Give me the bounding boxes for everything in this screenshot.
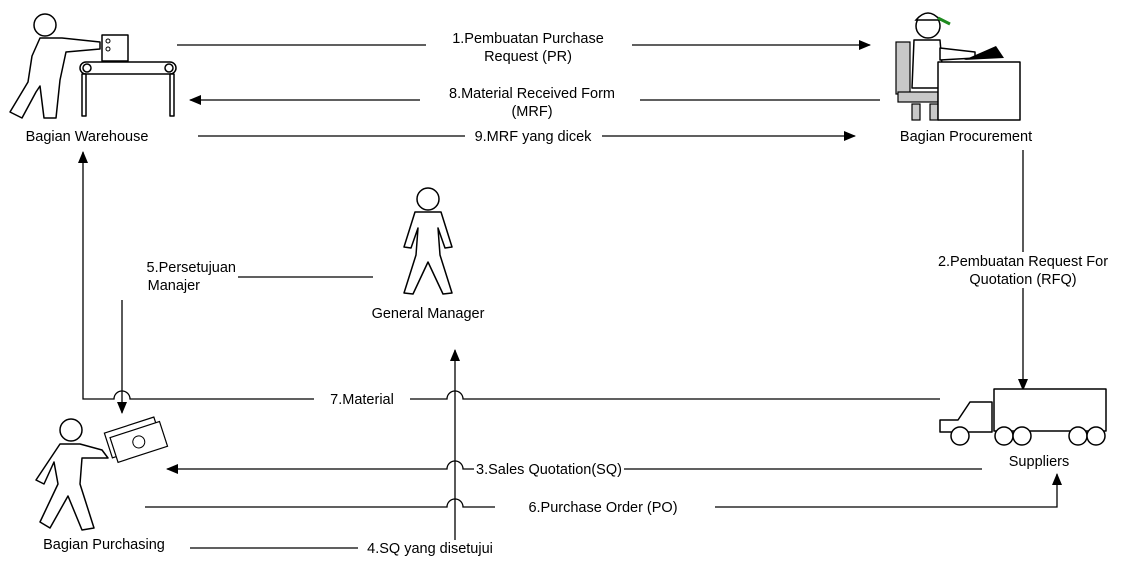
- svg-text:6.Purchase Order (PO): 6.Purchase Order (PO): [528, 500, 677, 516]
- flow-9-label: 9.MRF yang dicek: [465, 128, 602, 145]
- flow-6-arrow: [145, 473, 1062, 508]
- svg-text:9.MRF yang dicek: 9.MRF yang dicek: [475, 129, 593, 145]
- actor-general-manager-label: General Manager: [372, 306, 485, 322]
- purchasing-staff-icon: [35, 416, 169, 531]
- warehouse-worker-icon: [9, 13, 177, 119]
- svg-text:1.Pembuatan Purchase: 1.Pembuatan Purchase: [452, 31, 604, 47]
- svg-text:Request (PR): Request (PR): [484, 49, 572, 65]
- flow-5-label: 5.Persetujuan Manajer: [147, 260, 236, 294]
- flow-4-label: 4.SQ yang disetujui: [358, 540, 498, 557]
- procurement-officer-icon: [895, 12, 1021, 121]
- svg-text:3.Sales Quotation(SQ): 3.Sales Quotation(SQ): [476, 462, 622, 478]
- flow-3-label: 3.Sales Quotation(SQ): [474, 461, 624, 478]
- svg-text:(MRF): (MRF): [511, 104, 552, 120]
- flow-2-label: 2.Pembuatan Request For Quotation (RFQ): [938, 252, 1110, 288]
- flow-7-arrow: [78, 151, 940, 400]
- svg-text:8.Material Received Form: 8.Material Received Form: [449, 86, 615, 102]
- actor-suppliers-label: Suppliers: [1009, 454, 1069, 470]
- svg-text:7.Material: 7.Material: [330, 392, 394, 408]
- flow-7-label: 7.Material: [314, 391, 410, 408]
- svg-text:4.SQ yang disetujui: 4.SQ yang disetujui: [367, 541, 493, 557]
- svg-text:5.Persetujuan: 5.Persetujuan: [147, 260, 236, 276]
- supplier-truck-icon: [939, 388, 1107, 446]
- svg-text:Manajer: Manajer: [148, 278, 201, 294]
- flow-4-arrow: [190, 349, 460, 549]
- actor-procurement-label: Bagian Procurement: [900, 129, 1032, 145]
- actor-warehouse-label: Bagian Warehouse: [26, 129, 149, 145]
- general-manager-icon: [403, 187, 453, 295]
- flow-6-label: 6.Purchase Order (PO): [495, 499, 715, 516]
- flow-1-label: 1.Pembuatan Purchase Request (PR): [426, 28, 632, 65]
- svg-text:2.Pembuatan Request For: 2.Pembuatan Request For: [938, 254, 1108, 270]
- flow-8-label: 8.Material Received Form (MRF): [420, 83, 640, 120]
- svg-text:Quotation (RFQ): Quotation (RFQ): [969, 272, 1076, 288]
- actor-purchasing-label: Bagian Purchasing: [43, 537, 165, 553]
